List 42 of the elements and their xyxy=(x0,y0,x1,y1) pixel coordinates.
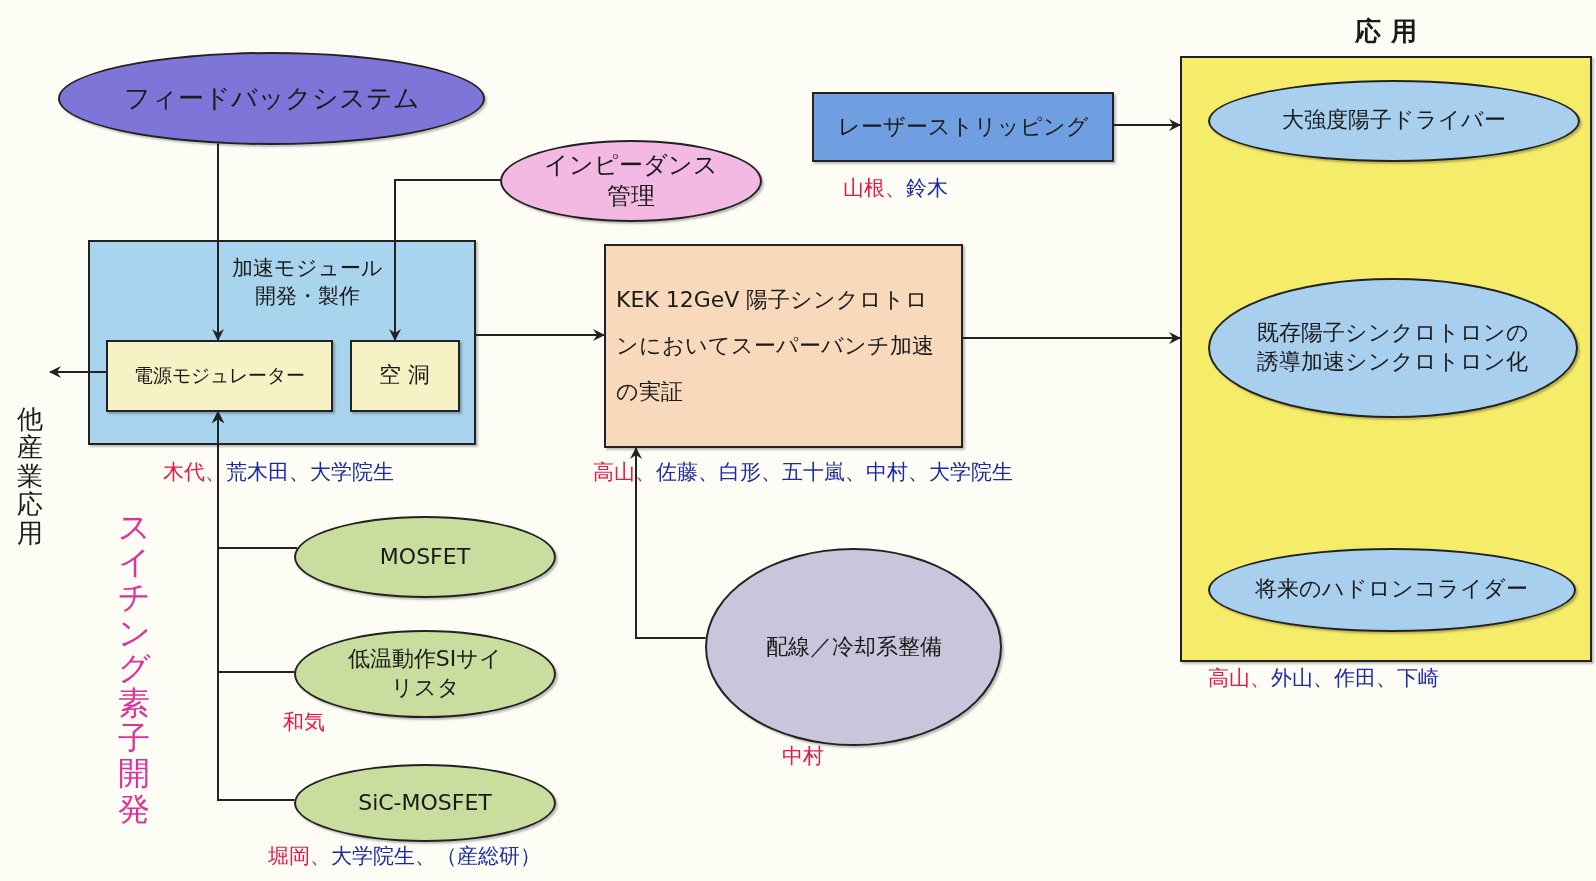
node-label: KEK 12GeV 陽子シンクロトロンにおいてスーパーバンチ加速の実証 xyxy=(615,285,935,407)
node-label: 電源モジュレーター xyxy=(132,363,306,388)
process-box xyxy=(812,92,1114,162)
member-names: 佐藤、白形、五十嵐、中村、大学院生 xyxy=(656,459,1013,486)
member-names: 中村 xyxy=(782,743,824,770)
node-label: 大強度陽子ドライバー xyxy=(1280,106,1507,135)
node-label: 空 洞 xyxy=(378,361,431,390)
member-names: 高山、 xyxy=(593,459,656,486)
member-names: 山根、 xyxy=(843,175,906,202)
arrow xyxy=(475,329,605,341)
member-names: 外山、作田、下崎 xyxy=(1271,665,1439,692)
member-names: 荒木田、大学院生 xyxy=(226,459,394,486)
arrow xyxy=(212,411,296,801)
member-names: 木代、 xyxy=(163,459,226,486)
process-box xyxy=(105,339,333,412)
arrow xyxy=(49,366,107,378)
side-heading: スイチング素子開発 xyxy=(118,510,150,827)
node-label: SiC-MOSFET xyxy=(357,788,493,817)
member-names: 大学院生、（産総研） xyxy=(331,843,541,870)
member-names: 鈴木 xyxy=(906,175,948,202)
arrow xyxy=(962,332,1181,344)
member-names: 和気 xyxy=(283,709,325,736)
member-names: 高山、 xyxy=(1208,665,1271,692)
panel-heading: 応 用 xyxy=(1354,15,1418,48)
node-label: フィードバックシステム xyxy=(122,81,421,115)
module-box xyxy=(88,240,476,445)
node-label: 既存陽子シンクロトロンの誘導加速シンクロトロン化 xyxy=(1255,318,1530,376)
node-label: 配線／冷却系整備 xyxy=(764,632,943,661)
arrow xyxy=(389,179,502,341)
node-label: 将来のハドロンコライダー xyxy=(1254,575,1529,604)
arrow xyxy=(212,142,224,341)
node-label: 他産業応用 xyxy=(17,404,43,548)
arrow xyxy=(1113,119,1181,131)
node-label: レーザーストリッピング xyxy=(836,112,1090,141)
arrow xyxy=(630,447,707,639)
process-box xyxy=(604,244,963,448)
node-label: MOSFET xyxy=(378,542,472,571)
node-label: インピーダンス管理 xyxy=(543,149,719,212)
node-label: 低温動作SIサイリスタ xyxy=(346,645,504,702)
member-names: 堀岡、 xyxy=(268,843,331,870)
box-heading: 加速モジュール開発・製作 xyxy=(230,255,384,311)
process-box xyxy=(349,339,460,412)
